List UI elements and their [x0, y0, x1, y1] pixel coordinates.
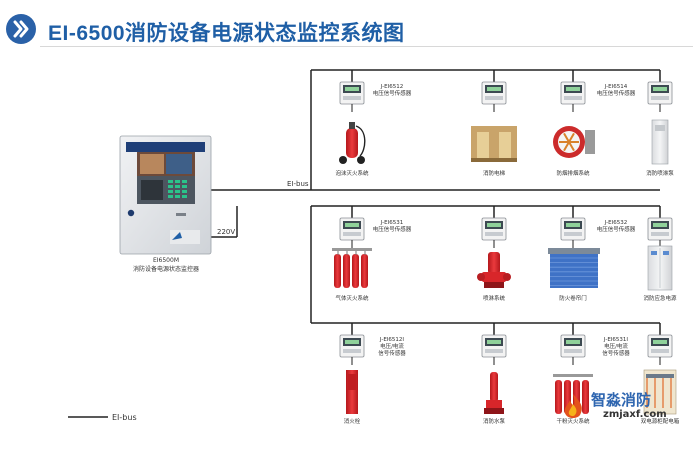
- watermark-title: 智淼消防: [591, 391, 652, 409]
- equipment-image: [643, 369, 677, 415]
- equipment-label: 泡沫灭火系统: [335, 169, 369, 177]
- voltage-sensor: [647, 217, 673, 248]
- equipment-label: 喷淋系统: [483, 294, 506, 302]
- sensor-label: 信号传感器: [602, 349, 630, 357]
- equipment-label: 防烟排烟系统: [556, 169, 590, 177]
- sensor-label: J-EI6512I: [379, 337, 405, 343]
- sensor-label: 电压信号传感器: [597, 89, 636, 97]
- equipment-image: [332, 248, 372, 288]
- voltage-sensor: [481, 81, 507, 112]
- sensor-label: 信号传感器: [378, 349, 406, 357]
- voltage-sensor: [481, 334, 507, 365]
- equipment-image: [553, 126, 595, 158]
- voltage-sensor: [481, 217, 507, 248]
- sensor-label: J-EI6514: [604, 84, 628, 90]
- sensor-label: 电压信号传感器: [373, 89, 412, 97]
- voltage-sensor: [560, 334, 586, 365]
- equipment-image: [484, 372, 504, 414]
- voltage-sensor: [339, 217, 365, 248]
- voltage-sensor: [560, 217, 586, 248]
- equipment-label: 气体灭火系统: [335, 294, 369, 302]
- equipment-image: [477, 252, 511, 288]
- equipment-image: [647, 245, 673, 291]
- voltage-sensor: [647, 334, 673, 365]
- watermark-url: zmjaxf.com: [603, 409, 667, 420]
- sensor-label: 电压信号传感器: [597, 225, 636, 233]
- voltage-sensor: [560, 81, 586, 112]
- equipment-image: [471, 126, 517, 162]
- equipment-label: 双电源柜配电箱: [641, 417, 680, 425]
- power-label: 220V: [217, 228, 235, 236]
- monitor-model: EI6500M: [153, 257, 179, 264]
- labels: 泡沫灭火系统消防电梯防烟排烟系统消防喷淋泵J-EI6512电压信号传感器J-EI…: [335, 84, 679, 425]
- sensor-label: 电压/电流: [604, 342, 628, 350]
- main-bus-label: EI-bus: [287, 180, 309, 188]
- chevron-right-icon: [13, 20, 29, 38]
- bus-lines: [68, 69, 661, 418]
- equipment-label: 消防水泵: [483, 417, 506, 425]
- monitor-device: [119, 135, 212, 255]
- equipment-image: [548, 248, 600, 288]
- sensor-label: J-EI6531I: [603, 337, 629, 343]
- sensor-label: J-EI6512: [380, 84, 404, 90]
- equipment-label: 消防应急电源: [643, 294, 677, 302]
- sensor-label: J-EI6532: [604, 220, 628, 226]
- equipment-label: 防火卷帘门: [559, 294, 587, 302]
- equipment-label: 消火栓: [344, 417, 361, 425]
- equipment-label: 干粉灭火系统: [556, 417, 590, 425]
- equipment: [332, 119, 677, 415]
- header-badge: [6, 14, 36, 44]
- flame-logo-icon: [564, 394, 582, 418]
- voltage-sensor: [647, 81, 673, 112]
- equipment-image: [346, 370, 358, 414]
- monitor-name: 消防设备电源状态监控器: [133, 265, 199, 273]
- equipment-label: 消防喷淋泵: [646, 169, 674, 177]
- voltage-sensor: [339, 81, 365, 112]
- header-divider: [40, 46, 693, 47]
- voltage-sensor: [339, 334, 365, 365]
- equipment-image: [651, 119, 669, 165]
- sensors: [339, 81, 673, 365]
- legend-bus-label: EI-bus: [112, 413, 137, 422]
- sensor-label: 电压信号传感器: [373, 225, 412, 233]
- sensor-label: 电压/电流: [380, 342, 404, 350]
- equipment-label: 消防电梯: [483, 169, 506, 177]
- page-title: EI-6500消防设备电源状态监控系统图: [48, 22, 405, 45]
- sensor-label: J-EI6531: [380, 220, 404, 226]
- equipment-image: [339, 122, 366, 164]
